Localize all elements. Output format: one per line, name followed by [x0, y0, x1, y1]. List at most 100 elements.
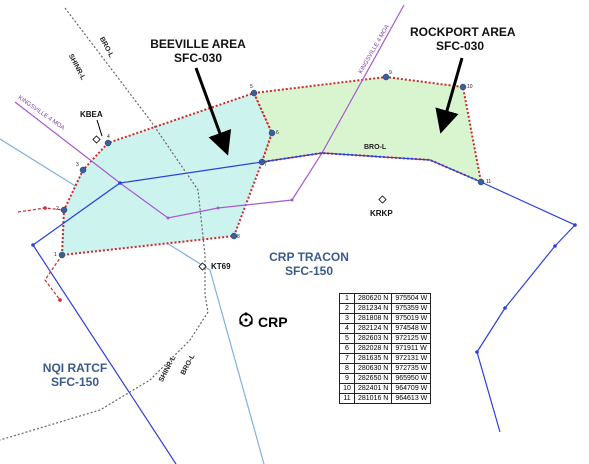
longitude-cell: 972131 W: [391, 353, 432, 364]
vertex-7: [258, 158, 266, 166]
vertex-8: [230, 232, 238, 240]
vertex-label-6: 6: [276, 130, 279, 136]
waypoint-dot: [58, 298, 62, 302]
latitude-cell: 282401 N: [353, 383, 393, 394]
vertex-label-5: 5: [250, 84, 253, 90]
latitude-cell: 281635 N: [353, 353, 393, 364]
vertex-11: [477, 178, 485, 186]
latitude-cell: 282650 N: [353, 373, 393, 384]
rockport-area-name: ROCKPORT AREA: [410, 25, 516, 39]
waypoint-dot: [31, 243, 35, 247]
waypoint-dot: [118, 181, 122, 185]
kbea-airport-symbol: [92, 135, 101, 144]
point-number-cell: 8: [339, 363, 355, 374]
vertex-10: [459, 83, 467, 91]
vertex-label-3: 3: [76, 162, 79, 168]
point-number-cell: 6: [339, 343, 355, 354]
nqi-ratcf-name: NQI RATCF: [42, 361, 108, 375]
vertex-4: [104, 139, 112, 147]
rockport-area-altitude: SFC-030: [435, 39, 485, 53]
waypoint-dot: [43, 206, 47, 210]
beeville-area-name: BEEVILLE AREA: [150, 37, 246, 51]
point-number-cell: 3: [339, 313, 355, 324]
blue-boundary-lower-left: [32, 244, 177, 464]
vertex-label-9: 9: [389, 70, 392, 76]
waypoint-dot: [475, 350, 479, 354]
latitude-cell: 280620 N: [353, 293, 393, 304]
kbea-label: KBEA: [80, 110, 103, 119]
krkp-airport-symbol: [378, 195, 387, 204]
kt69-label: KT69: [211, 262, 231, 271]
nqi-ratcf-altitude: SFC-150: [50, 375, 100, 389]
longitude-cell: 975504 W: [391, 293, 432, 304]
route-label-bro-l-mid: BRO-L: [364, 144, 387, 151]
longitude-cell: 971911 W: [391, 343, 432, 354]
rockport-area-polygon: [252, 75, 483, 184]
point-number-cell: 9: [339, 373, 355, 384]
crp-label: CRP: [258, 314, 288, 330]
kbea-arrow: [96, 119, 103, 137]
crp-tracon-altitude: SFC-150: [284, 264, 334, 278]
waypoint-dot: [573, 223, 577, 227]
waypoint-dot: [216, 206, 220, 210]
point-number-cell: 10: [339, 383, 355, 394]
point-number-cell: 2: [339, 303, 355, 314]
crp-tracon-label: CRP TRACON SFC-150: [264, 250, 354, 278]
longitude-cell: 975019 W: [391, 313, 432, 324]
red-dashed-stub-lower: [44, 254, 63, 301]
latitude-cell: 280630 N: [353, 363, 393, 374]
point-number-cell: 4: [339, 323, 355, 334]
waypoint-dot: [290, 198, 294, 202]
route-bro-l-shinr-l: [64, 7, 209, 313]
vertex-label-2: 2: [56, 206, 59, 212]
latitude-cell: 281808 N: [353, 313, 393, 324]
rockport-arrow: [435, 57, 464, 134]
beeville-area-label: BEEVILLE AREA SFC-030: [150, 37, 246, 65]
waypoint-dot: [503, 306, 507, 310]
latitude-cell: 281234 N: [353, 303, 393, 314]
latitude-cell: 282603 N: [353, 333, 393, 344]
waypoint-dot: [166, 216, 170, 220]
vertex-label-7: 7: [264, 162, 267, 168]
vertex-label-10: 10: [467, 84, 473, 90]
point-number-cell: 7: [339, 353, 355, 364]
beeville-arrow: [194, 67, 232, 156]
vertex-9: [382, 73, 390, 81]
vertex-label-11: 11: [486, 179, 492, 185]
latitude-cell: 282028 N: [353, 343, 393, 354]
vertex-6: [268, 129, 276, 137]
longitude-cell: 975359 W: [391, 303, 432, 314]
longitude-cell: 974548 W: [391, 323, 432, 334]
point-number-cell: 5: [339, 333, 355, 344]
longitude-cell: 965950 W: [391, 373, 432, 384]
light-blue-line-lower: [209, 269, 265, 464]
longitude-cell: 972735 W: [391, 363, 432, 374]
kt69-airport-symbol: [198, 262, 207, 271]
crp-tracon-name: CRP TRACON: [269, 250, 349, 264]
point-number-cell: 11: [339, 393, 355, 404]
point-number-cell: 1: [339, 293, 355, 304]
krkp-label: KRKP: [370, 209, 393, 218]
vertex-2: [60, 206, 68, 214]
vertex-label-4: 4: [107, 134, 110, 140]
vertex-label-8: 8: [237, 234, 240, 240]
latitude-cell: 282124 N: [353, 323, 393, 334]
beeville-area-altitude: SFC-030: [173, 51, 223, 65]
area-vertices: [58, 73, 485, 259]
nqi-ratcf-label: NQI RATCF SFC-150: [30, 361, 120, 389]
crp-navaid-symbol: [239, 312, 253, 327]
longitude-cell: 964709 W: [391, 383, 432, 394]
vertex-5: [250, 89, 258, 97]
